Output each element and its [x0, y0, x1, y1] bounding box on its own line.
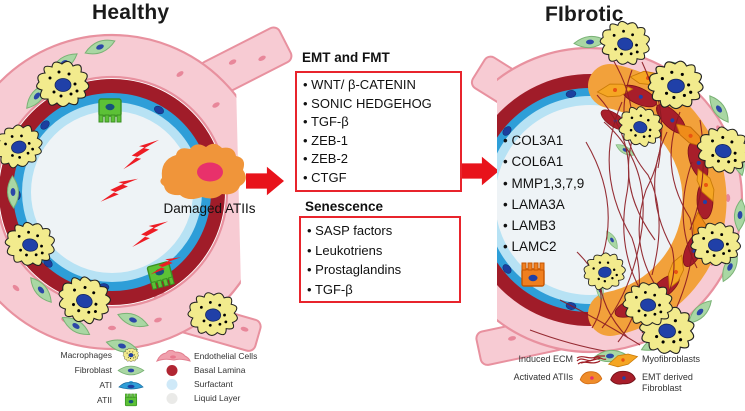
emt-fmt-box: WNT/ β-CATENIN SONIC HEDGEHOG TGF-β ZEB-… [295, 71, 462, 192]
emt-fmt-box-title: EMT and FMT [302, 50, 390, 65]
legend-label: Induced ECM [518, 354, 573, 364]
legend-label: Basal Lamina [194, 365, 246, 375]
senescence-list: SASP factors Leukotriens Prostaglandins … [307, 221, 454, 299]
emt-item: CTGF [303, 169, 455, 188]
legend-label: Macrophages [60, 350, 112, 361]
emt-item: SONIC HEDGEHOG [303, 95, 455, 114]
legend-row-basal-lamina: Basal Lamina [154, 363, 257, 377]
legend-row-ati: ATI [55, 378, 147, 393]
legend-row-ecm-myofibroblasts: Induced ECM Myofibroblasts [497, 351, 712, 369]
legend-label: Liquid Layer [194, 393, 241, 403]
fibrotic-alveolus-diagram [470, 17, 745, 366]
senescence-item: Leukotriens [307, 241, 454, 261]
arrow-pathways-to-fibrotic [461, 156, 499, 186]
legend-row-fibroblast: Fibroblast [55, 363, 147, 378]
surfactant-swatch [166, 378, 178, 390]
activated-atii-icon [579, 371, 603, 385]
myofibroblast-icon [608, 353, 638, 368]
emt-item: TGF-β [303, 113, 455, 132]
fibrotic-marker: LAMB3 [503, 215, 584, 236]
legend-fibrotic: Induced ECM Myofibroblasts Activated ATI… [497, 351, 712, 394]
legend-label: Endothelial Cells [194, 351, 258, 361]
legend-row-atii-emt: Activated ATIIs EMT derived Fibroblast [497, 369, 712, 394]
fibrotic-marker: COL6A1 [503, 151, 584, 172]
fibrotic-title: FIbrotic [545, 3, 624, 26]
senescence-item: SASP factors [307, 221, 454, 241]
atii-icon [124, 393, 138, 407]
induced-ecm-icon [576, 355, 607, 365]
senescence-box-title: Senescence [305, 199, 384, 214]
emt-fmt-list: WNT/ β-CATENIN SONIC HEDGEHOG TGF-β ZEB-… [303, 76, 455, 188]
legend-row-atii: ATII [55, 392, 147, 407]
emt-item: ZEB-2 [303, 150, 455, 169]
legend-layers: Endothelial Cells Basal Lamina Surfactan… [154, 349, 257, 405]
legend-label: EMT derived Fibroblast [642, 372, 693, 393]
senescence-item: Prostaglandins [307, 260, 454, 280]
legend-label: Myofibroblasts [642, 354, 701, 364]
fibroblast-icon [117, 365, 145, 376]
fibrotic-marker: COL3A1 [503, 130, 584, 151]
legend-row-surfactant: Surfactant [154, 377, 257, 391]
basal-lamina-swatch [166, 364, 178, 376]
emt-fibroblast-icon [610, 370, 636, 385]
endothelial-nuclei [12, 71, 220, 331]
arrow-damaged-to-pathways [246, 166, 284, 196]
fibrotic-marker: MMP1,3,7,9 [503, 173, 584, 194]
emt-item: WNT/ β-CATENIN [303, 76, 455, 95]
legend-row-endothelial: Endothelial Cells [154, 349, 257, 363]
healthy-alveolus-diagram [0, 26, 293, 356]
legend-label: Activated ATIIs [513, 372, 573, 382]
ati-icon [118, 380, 144, 389]
induced-ecm-fibers [529, 57, 704, 353]
senescence-box: SASP factors Leukotriens Prostaglandins … [299, 216, 461, 303]
endothelial-icon [156, 349, 191, 362]
senescence-item: TGF-β [307, 280, 454, 300]
liquid-layer-swatch [166, 392, 178, 404]
emt-item: ZEB-1 [303, 132, 455, 151]
legend-row-macrophages: Macrophages [55, 347, 147, 363]
legend-label: ATII [97, 394, 112, 405]
legend-label: Surfactant [194, 379, 233, 389]
legend-label: ATI [99, 379, 112, 390]
legend-cells: Macrophages Fibroblast ATI ATII [55, 347, 147, 407]
macrophage-icon [122, 347, 139, 362]
fibrotic-marker-list: COL3A1 COL6A1 MMP1,3,7,9 LAMA3A LAMB3 LA… [503, 130, 584, 258]
fibrotic-marker: LAMC2 [503, 236, 584, 257]
legend-row-liquid-layer: Liquid Layer [154, 391, 257, 405]
damaged-atii-cell [160, 143, 246, 200]
fibrotic-marker: LAMA3A [503, 194, 584, 215]
healthy-title: Healthy [92, 1, 170, 24]
legend-label: Fibroblast [74, 365, 112, 376]
damaged-atii-label: Damaged ATIIs [163, 201, 256, 216]
